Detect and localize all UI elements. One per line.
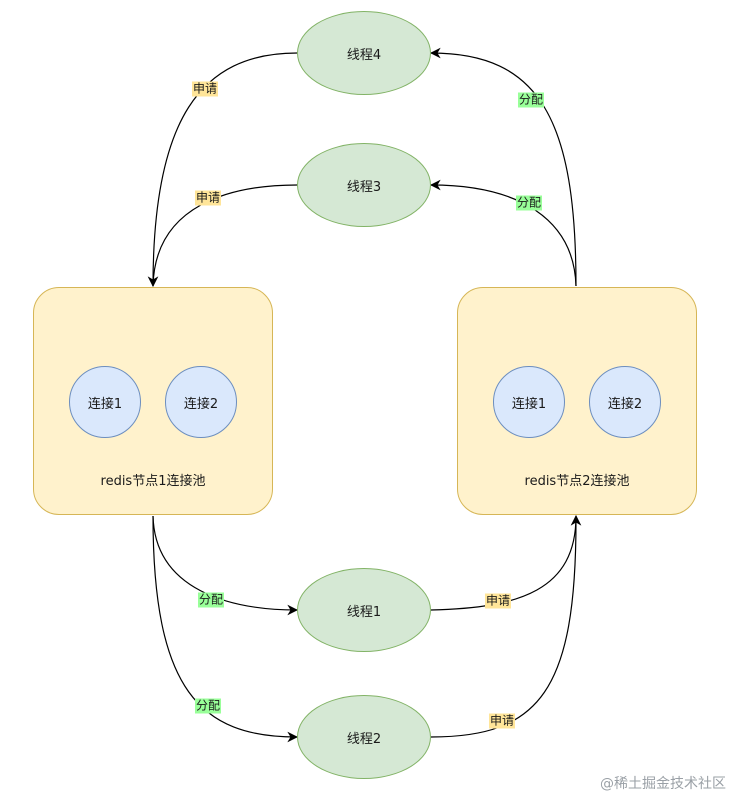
thread-label: 线程2 <box>346 731 382 747</box>
watermark: @稀土掘金技术社区 <box>600 776 726 792</box>
edge-label-request: 申请 <box>488 713 516 729</box>
edge-pool1-to-thread2 <box>152 515 299 743</box>
thread-2: 线程2 <box>297 695 431 779</box>
edge-label-request: 申请 <box>484 593 512 609</box>
edge-pool2-to-thread4 <box>429 47 577 287</box>
thread-1: 线程1 <box>297 568 431 652</box>
pool-node1: 连接1 连接2 redis节点1连接池 <box>33 287 273 515</box>
edge-thread4-to-pool1 <box>147 52 298 288</box>
edge-label-allocate: 分配 <box>515 195 543 211</box>
edge-label-allocate: 分配 <box>197 592 225 608</box>
edge-label-allocate: 分配 <box>194 698 222 714</box>
pool-node2-label: redis节点2连接池 <box>524 474 630 489</box>
pool-node2-connection-1: 连接1 <box>493 366 565 438</box>
pool-node2: 连接1 连接2 redis节点2连接池 <box>457 287 697 515</box>
edge-label-allocate: 分配 <box>517 92 545 108</box>
edge-label-request: 申请 <box>191 81 219 97</box>
thread-label: 线程1 <box>346 604 382 620</box>
pool-node1-connection-2: 连接2 <box>165 366 237 438</box>
connection-label: 连接2 <box>183 396 219 412</box>
thread-3: 线程3 <box>297 143 431 227</box>
thread-label: 线程4 <box>346 47 382 63</box>
connection-label: 连接1 <box>87 396 123 412</box>
connection-label: 连接1 <box>511 396 547 412</box>
pool-node1-connection-1: 连接1 <box>69 366 141 438</box>
connection-label: 连接2 <box>607 396 643 412</box>
thread-label: 线程3 <box>346 179 382 195</box>
thread-4: 线程4 <box>297 11 431 95</box>
edge-pool2-to-thread3 <box>429 179 577 287</box>
edge-pool1-to-thread1 <box>152 515 299 616</box>
edge-label-request: 申请 <box>194 190 222 206</box>
edge-thread2-to-pool2 <box>430 519 577 738</box>
pool-node1-label: redis节点1连接池 <box>100 474 206 489</box>
edge-thread1-to-pool2 <box>430 514 582 611</box>
pool-node2-connection-2: 连接2 <box>589 366 661 438</box>
edge-thread3-to-pool1 <box>152 184 298 287</box>
